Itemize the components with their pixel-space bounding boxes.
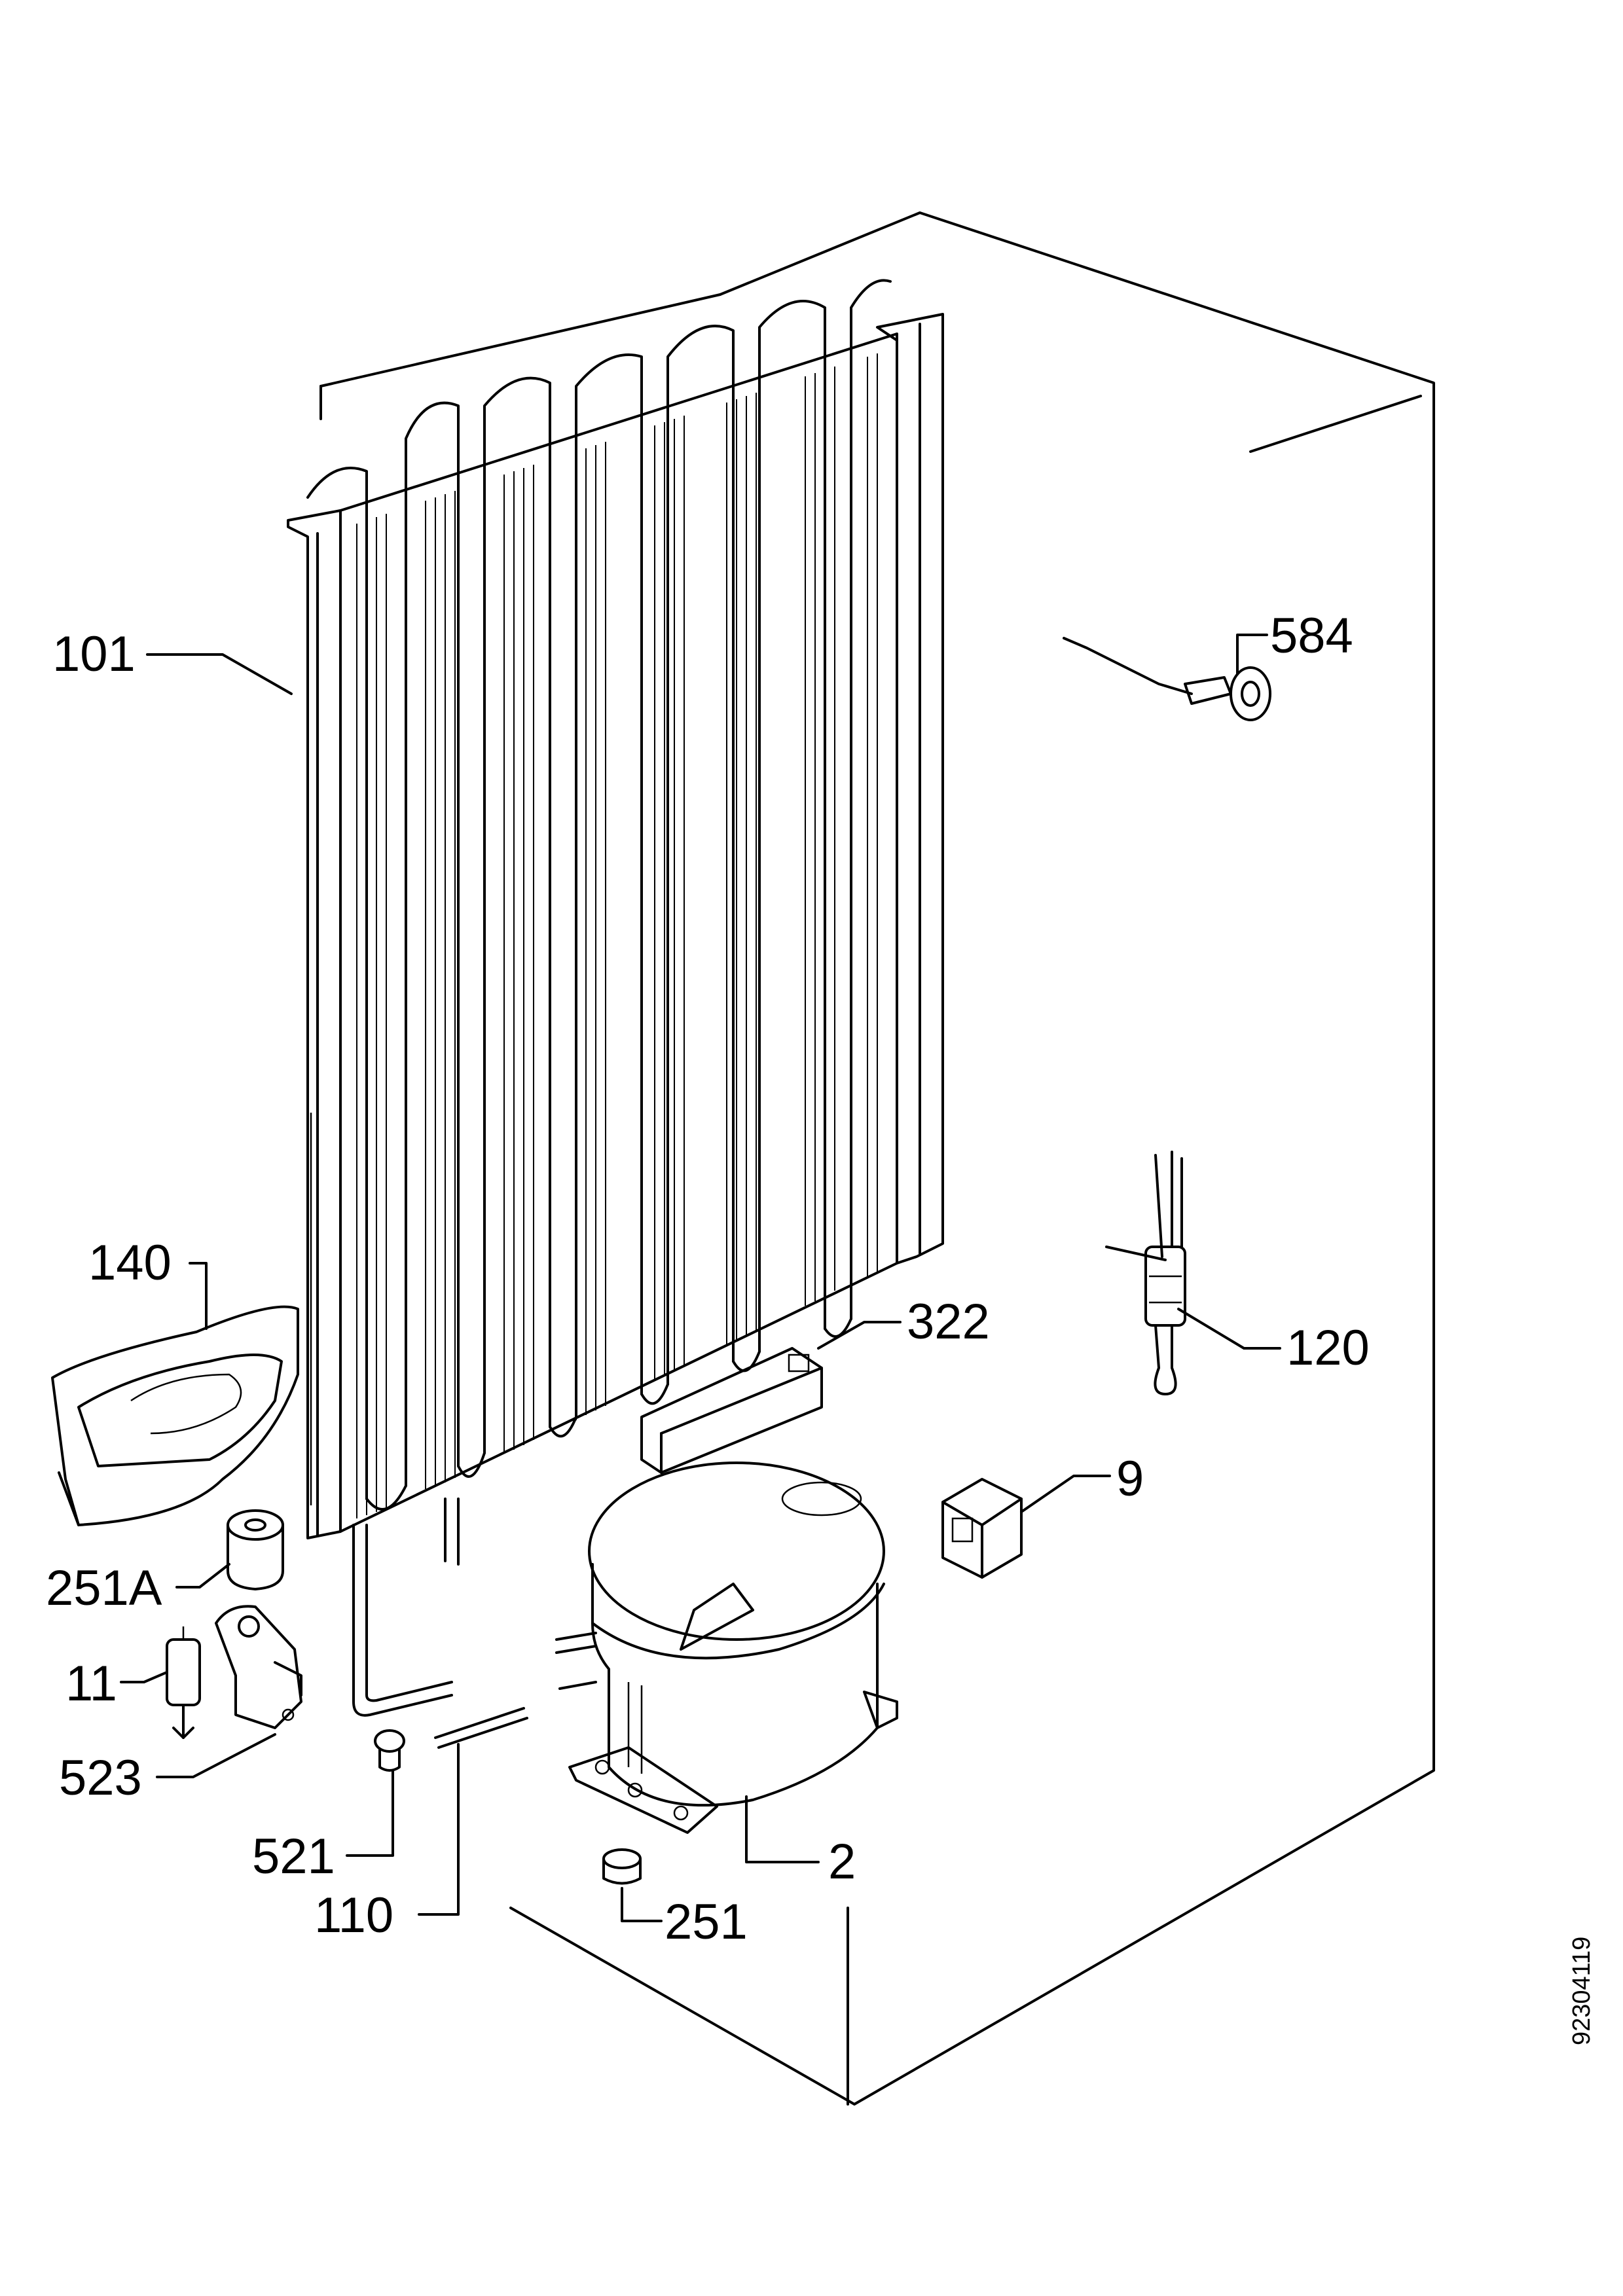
condenser-tube-serpentine: [306, 279, 892, 1511]
part-523-clamp: [215, 1605, 302, 1729]
part-120-thermostat: [1105, 1151, 1186, 1395]
callout-101: 101: [52, 626, 136, 682]
condenser-side-rail-right: [876, 313, 944, 1265]
leader-120: [1177, 1308, 1281, 1350]
callout-251: 251: [665, 1894, 748, 1950]
callout-322: 322: [907, 1294, 990, 1350]
leader-140: [189, 1262, 208, 1330]
callout-523: 523: [59, 1750, 142, 1806]
leader-251: [621, 1887, 663, 1922]
callout-584: 584: [1270, 608, 1353, 664]
part-2-compressor: [555, 1462, 898, 1834]
part-11-capacitor: [166, 1626, 201, 1739]
condenser-side-rail-left: [287, 509, 342, 1539]
callout-251a: 251A: [46, 1560, 162, 1616]
part-9-relay: [941, 1478, 1023, 1579]
part-251a-grommet: [227, 1509, 284, 1590]
part-140-drip-tray: [51, 1305, 299, 1526]
part-322-bracket: [640, 1347, 823, 1474]
leader-11: [120, 1671, 168, 1683]
cabinet-outline: [319, 211, 1435, 2106]
condenser-fin-area: [339, 332, 898, 1533]
leader-523: [156, 1733, 276, 1778]
condenser-outlet-pipes: [352, 1498, 460, 1717]
leader-110: [418, 1743, 460, 1916]
leader-101: [146, 653, 293, 695]
callout-11: 11: [65, 1656, 117, 1712]
part-584-sensor: [1063, 637, 1271, 721]
leader-2: [745, 1795, 820, 1863]
part-251-foot: [602, 1848, 642, 1885]
condenser-coil: [287, 279, 944, 1717]
callout-110: 110: [314, 1888, 393, 1943]
leader-584: [1236, 634, 1268, 675]
leader-322: [817, 1321, 902, 1350]
callout-521: 521: [252, 1829, 335, 1884]
callout-120: 120: [1286, 1320, 1370, 1376]
drawing-number: 92304119: [1568, 1937, 1596, 2045]
part-521-cap: [374, 1729, 405, 1772]
callout-140: 140: [88, 1235, 172, 1291]
leader-9: [1020, 1475, 1111, 1513]
callout-9: 9: [1116, 1451, 1144, 1507]
callout-2: 2: [828, 1834, 856, 1890]
part-110-tube: [434, 1707, 528, 1749]
leader-251a: [175, 1563, 230, 1588]
leader-521: [346, 1769, 394, 1857]
